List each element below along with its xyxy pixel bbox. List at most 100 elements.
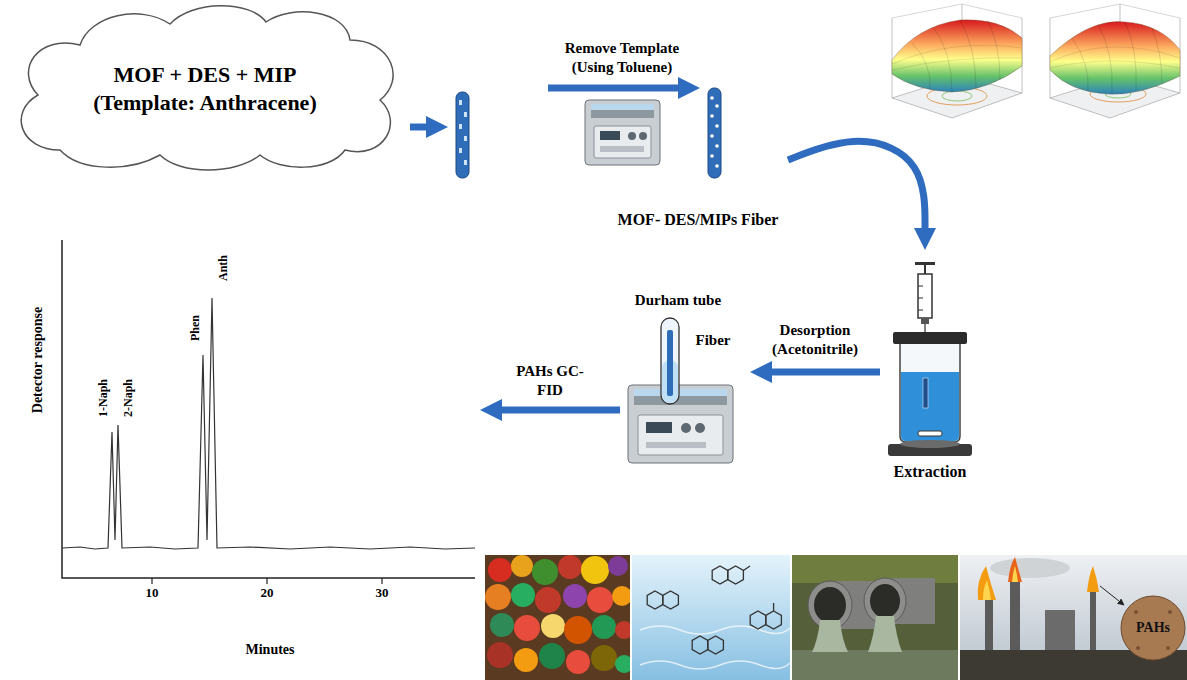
fiber-mark (459, 100, 462, 105)
process-arrow (498, 407, 620, 414)
tick-label: 30 (376, 585, 389, 601)
vegetable (490, 613, 514, 637)
process-arrow (768, 369, 880, 376)
fiber-cavity (715, 144, 719, 148)
chromatogram-plot (62, 240, 475, 584)
cloud-shape (21, 6, 393, 170)
fiber-label: MOF- DES/MIPs Fiber (618, 210, 779, 230)
bath-slot (600, 146, 644, 152)
axis-title: Detector response (29, 307, 47, 413)
particle-speck (1166, 646, 1170, 650)
flame (983, 580, 991, 600)
refinery-tank (1045, 610, 1075, 650)
particle-speck (1168, 610, 1172, 614)
fiber-cavity (715, 104, 719, 108)
part-label: Durham tube (635, 291, 721, 310)
photo-ground (485, 555, 630, 680)
durham-tube (661, 318, 679, 404)
bath-tank (634, 389, 727, 405)
vegetable (615, 655, 630, 673)
flame (1008, 557, 1022, 582)
vegetable (514, 648, 538, 672)
cloud-node: MOF + DES + MIP (Template: Anthracene) (0, 0, 410, 175)
flame (1012, 566, 1018, 582)
cloud-outline (0, 0, 410, 175)
wastewater (792, 650, 958, 680)
molecule-ring (750, 611, 766, 629)
syringe-plunger (924, 264, 926, 274)
fiber-mark (459, 148, 462, 153)
fiber-rod (667, 330, 673, 396)
fiber-cavity (710, 134, 714, 138)
syringe-barrel (918, 274, 932, 318)
surface-grid (892, 45, 1022, 70)
tube-glass (661, 318, 679, 404)
fiber-cavity (710, 96, 714, 100)
fiber-cavity (710, 154, 714, 158)
vegetable (563, 584, 587, 608)
refinery-tower (985, 600, 993, 650)
surface-grid (1072, 22, 1162, 94)
extraction-setup: Extraction (880, 250, 980, 486)
vegetable (564, 616, 592, 644)
molecule-ring (663, 591, 679, 609)
pah-particle (1121, 596, 1185, 660)
vegetable (488, 558, 512, 582)
bath-water (591, 104, 654, 110)
molecule-ring (728, 566, 744, 584)
bath-knob (628, 132, 636, 140)
flame (978, 566, 996, 600)
bath-display (600, 131, 620, 140)
vial-cap (893, 332, 967, 344)
axis-title: Minutes (246, 641, 295, 659)
sample-solution (901, 372, 959, 441)
plot-wall (892, 4, 962, 18)
water-wave (640, 661, 790, 669)
water-flow (868, 616, 902, 652)
vegetable (587, 587, 613, 613)
syringe-mark (918, 298, 923, 299)
fiber-group: MOF- DES/MIPs Fiber (448, 30, 788, 234)
particle-label: PAHs (1136, 619, 1170, 637)
response-surface (1050, 22, 1180, 95)
step-label: Extraction (894, 462, 967, 482)
vegetable (511, 555, 533, 577)
syringe-hub (921, 318, 929, 324)
syringe-mark (918, 310, 923, 311)
bath-knob (681, 423, 691, 433)
process-arrow (410, 124, 430, 131)
fiber-mark (464, 160, 467, 165)
plot-wall (892, 18, 893, 98)
edge-label: PAHs GC-FID (512, 362, 588, 400)
bath-slot (646, 442, 706, 448)
vegetables-photo (485, 555, 630, 680)
vegetable (566, 650, 590, 674)
fiber-rod (456, 92, 469, 178)
molecule-ring (647, 591, 663, 609)
cloud-text: MOF + DES + MIP (Template: Anthracene) (70, 61, 340, 116)
water-flow (812, 620, 848, 652)
water-ground (632, 555, 790, 680)
refinery-tower (1010, 582, 1020, 650)
peak-label: Phen (188, 315, 203, 341)
syringe-mark (918, 286, 923, 287)
particle-speck (1134, 610, 1138, 614)
plot-axis (62, 240, 475, 578)
axis-tick (381, 578, 382, 584)
vegetable (541, 614, 565, 638)
photo-ground (792, 555, 958, 680)
bath-panel (638, 415, 723, 455)
fiber-cavity (715, 164, 719, 168)
molecule-ring (712, 566, 728, 584)
wastewater-photo (792, 555, 958, 680)
bath-panel (594, 126, 651, 158)
flare-stack (1090, 592, 1096, 650)
fiber-mark (464, 112, 467, 117)
response-surface (892, 20, 1022, 92)
bath-display (646, 422, 672, 433)
plot-wall (1050, 4, 1120, 18)
contour-line (942, 91, 972, 101)
